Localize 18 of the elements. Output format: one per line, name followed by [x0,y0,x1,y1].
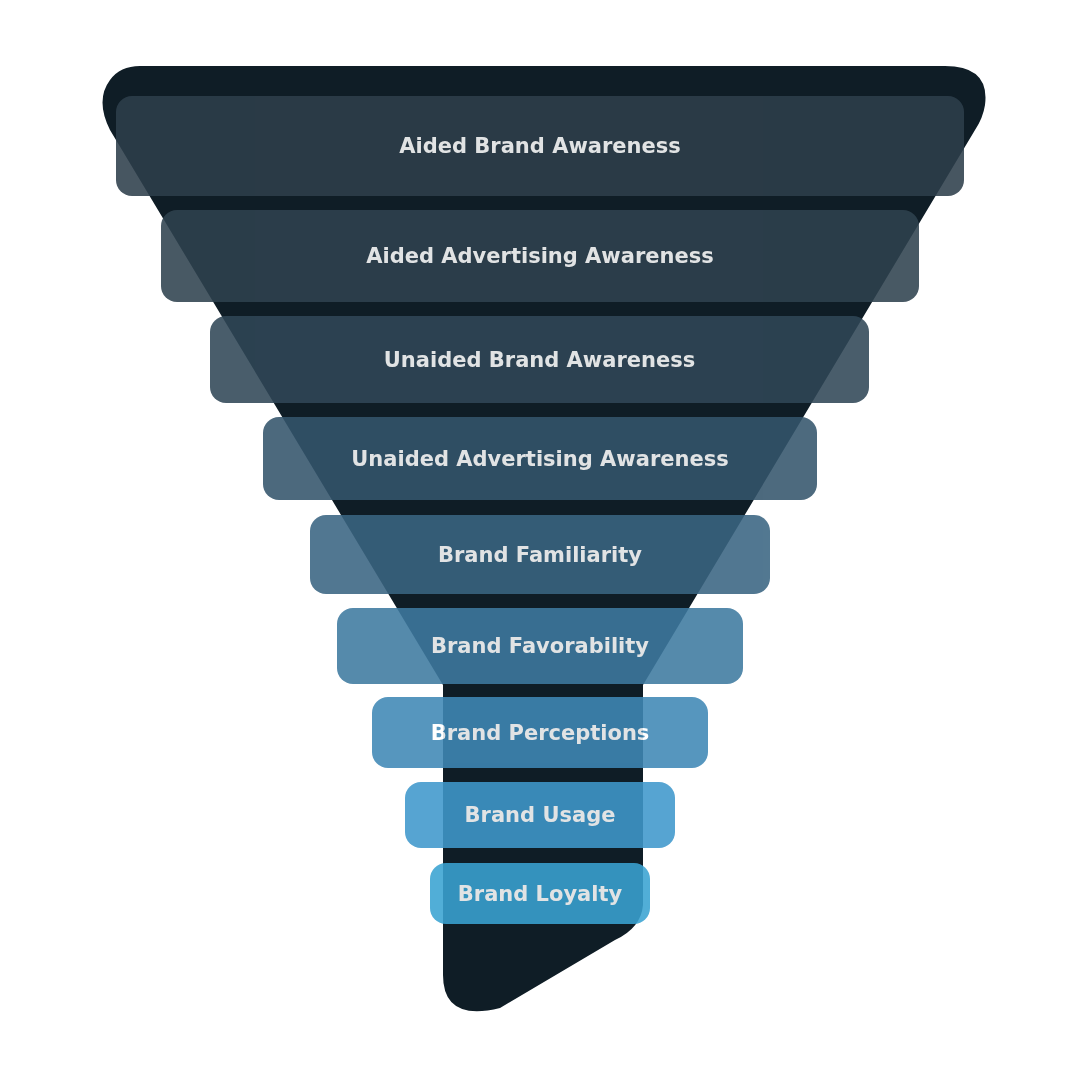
funnel-stage-bar [161,210,919,302]
stage-label: Unaided Advertising Awareness [351,446,729,471]
stage-label: Aided Advertising Awareness [366,244,714,268]
funnel-stage-bar [116,96,964,196]
funnel-stage-bar [337,608,743,684]
funnel-stage-bar [263,417,817,500]
funnel-stage-bar [430,863,650,924]
funnel-stage-bar [310,515,770,594]
stage-label: Brand Favorability [430,634,650,658]
stage-label: Unaided Brand Awareness [383,347,696,372]
stage-label: Brand Usage [464,803,616,827]
stage-label: Brand Familiarity [437,542,642,567]
stage-label: Brand Perceptions [430,720,650,745]
funnel-stage-bar [210,316,869,403]
funnel-stage-bar [372,697,708,768]
stage-label: Aided Brand Awareness [399,134,681,158]
stage-label: Brand Loyalty [457,881,623,906]
funnel-stage-bar [405,782,675,848]
